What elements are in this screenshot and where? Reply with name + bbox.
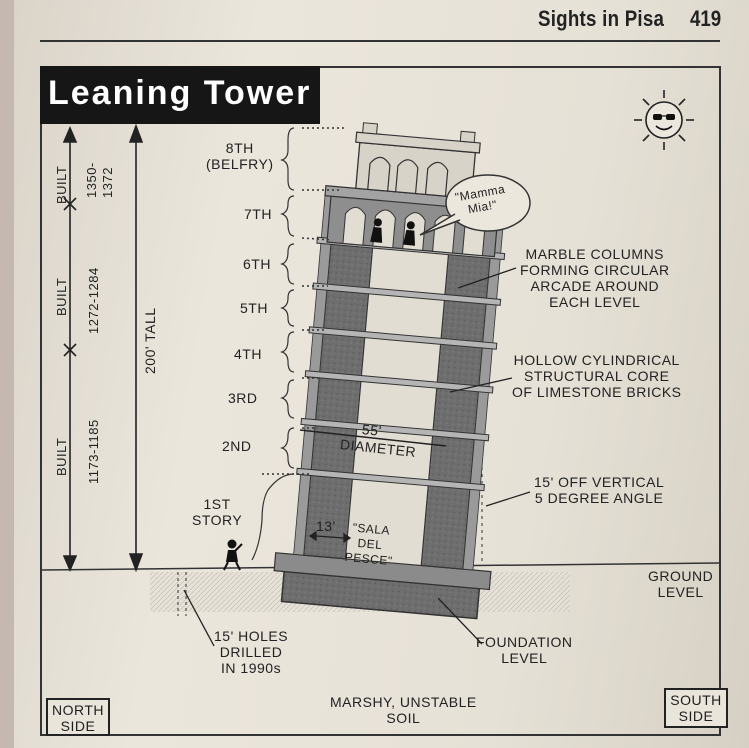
timeline-label-3: BUILT (54, 165, 69, 204)
floor-label-1: 1ST STORY (192, 496, 243, 528)
foundation-level-label: FOUNDATION LEVEL (476, 634, 573, 666)
diagram-title-banner: Leaning Tower (40, 66, 320, 124)
diagram-title: Leaning Tower (48, 74, 312, 112)
floor-brackets (251, 127, 295, 561)
page-number: 419 (690, 6, 722, 31)
soil-label: MARSHY, UNSTABLE SOIL (330, 694, 477, 726)
header-rule (40, 40, 720, 42)
floor-label-7: 7TH (244, 206, 272, 222)
floor-label-6: 6TH (243, 256, 271, 272)
floor-label-3: 3RD (228, 390, 258, 406)
sun-icon (634, 90, 694, 150)
timeline-label-1: BUILT (54, 437, 69, 476)
timeline-years-3: 1350- 1372 (84, 162, 115, 198)
drilled-holes-label: 15' HOLES DRILLED IN 1990s (214, 628, 289, 676)
callout-leaders (183, 267, 531, 647)
tower-belfry (355, 122, 481, 200)
section-title: Sights in Pisa (538, 6, 665, 31)
timeline-axis (62, 125, 78, 573)
wall-thickness-arrow (308, 530, 352, 544)
tourist-figures (370, 218, 416, 246)
floor-label-8: 8TH (BELFRY) (206, 140, 274, 172)
ground-level-label: GROUND LEVEL (648, 568, 714, 600)
drilled-holes (177, 572, 187, 616)
timeline-label-2: BUILT (54, 277, 69, 316)
height-arrow (128, 123, 144, 573)
tower (273, 122, 506, 620)
timeline-years-2: 1272-1284 (86, 267, 101, 334)
diagram-frame (40, 66, 721, 736)
page-edge (0, 0, 14, 748)
wall-thickness-label: 13' (316, 518, 336, 534)
south-side-label: SOUTH SIDE (664, 688, 728, 728)
floor-label-2: 2ND (222, 438, 252, 454)
timeline-years-1: 1173-1185 (86, 419, 101, 484)
ground-person (223, 539, 243, 571)
north-side-label: NORTH SIDE (46, 698, 110, 736)
sala-del-pesce-label: "SALA DEL PESCE" (344, 520, 394, 569)
height-label: 200' TALL (142, 307, 158, 374)
diameter-value: 55' (361, 421, 383, 439)
floor-label-4: 4TH (234, 346, 262, 362)
speech-bubble (445, 174, 531, 232)
callout-lean: 15' OFF VERTICAL 5 DEGREE ANGLE (534, 474, 665, 506)
callout-columns: MARBLE COLUMNS FORMING CIRCULAR ARCADE A… (520, 246, 670, 310)
callout-core: HOLLOW CYLINDRICAL STRUCTURAL CORE OF LI… (512, 352, 682, 400)
diameter-line (299, 429, 447, 447)
floor-label-5: 5TH (240, 300, 268, 316)
floor-dotted-leaders (262, 127, 345, 475)
